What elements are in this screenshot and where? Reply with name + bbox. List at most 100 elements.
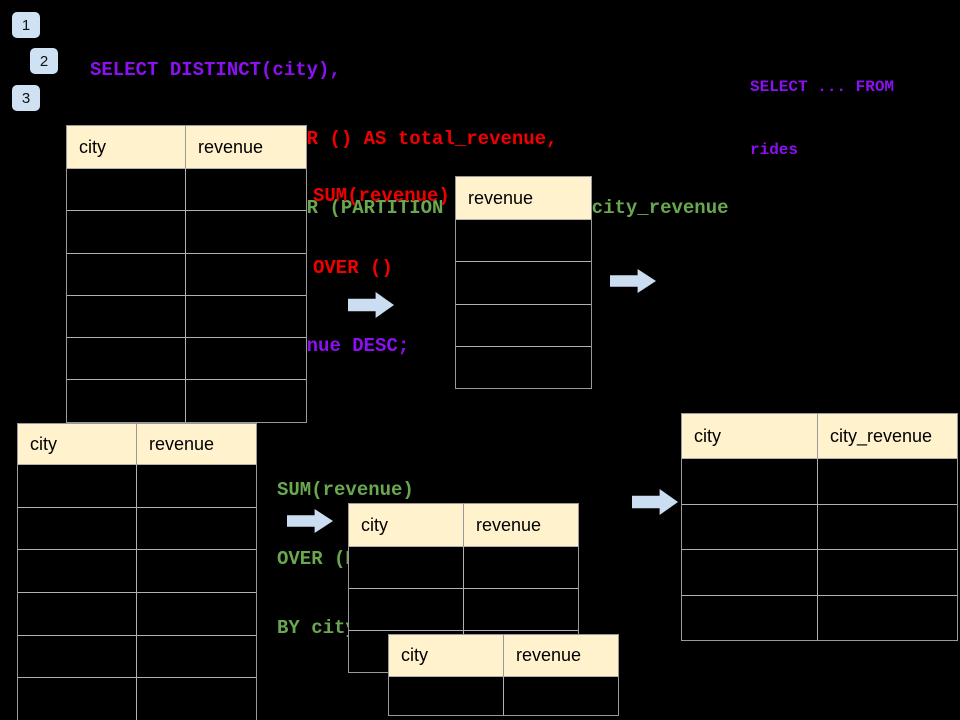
table-row xyxy=(18,592,256,635)
table-cell-empty xyxy=(456,347,591,388)
table-row xyxy=(67,379,306,422)
table-row xyxy=(18,549,256,593)
table-source-top: city revenue xyxy=(66,125,307,423)
column-header-city-revenue: city_revenue xyxy=(830,425,933,446)
table-row xyxy=(682,458,957,504)
step-badge-2: 2 xyxy=(30,48,58,74)
table-cell-empty xyxy=(349,589,464,630)
column-header-city: city xyxy=(389,635,504,676)
table-cell-empty xyxy=(186,296,306,337)
sql-line-select: SELECT DISTINCT(city), xyxy=(90,59,341,81)
table-body xyxy=(67,168,306,422)
column-header-revenue: revenue xyxy=(149,433,215,454)
annotation-line: SUM(revenue) xyxy=(277,479,414,501)
table-cell-empty xyxy=(682,459,818,504)
table-cell-empty xyxy=(464,589,578,630)
table-cell-empty xyxy=(67,253,186,295)
column-header-revenue: revenue xyxy=(198,136,264,157)
table-row xyxy=(67,210,306,253)
table-body xyxy=(456,219,591,388)
table-row xyxy=(67,252,306,295)
table-cell-empty xyxy=(67,338,186,380)
step-badge-1: 1 xyxy=(12,12,40,38)
table-row xyxy=(389,676,618,715)
table-header-row: city city_revenue xyxy=(682,414,957,458)
table-cell-empty xyxy=(18,593,137,635)
table-row xyxy=(67,168,306,211)
table-body xyxy=(389,676,618,715)
table-row xyxy=(349,546,578,588)
table-row xyxy=(456,345,591,388)
column-header-revenue: revenue xyxy=(476,514,542,535)
table-cell-empty xyxy=(186,211,306,252)
table-cell-empty xyxy=(137,636,256,678)
table-header-row: city revenue xyxy=(389,635,618,676)
table-row xyxy=(456,303,591,346)
annotation-total-revenue: SUM(revenue) OVER () xyxy=(313,136,450,328)
table-partition-overlay: city revenue xyxy=(388,634,619,716)
table-row xyxy=(349,588,578,630)
table-cell-empty xyxy=(682,504,818,549)
table-cell-empty xyxy=(504,677,618,715)
table-cell-empty xyxy=(456,262,591,303)
table-row xyxy=(18,506,256,550)
table-source-bottom: city revenue xyxy=(17,423,257,720)
table-header-row: city revenue xyxy=(67,126,306,168)
table-cell-empty xyxy=(67,295,186,338)
annotation-line: OVER () xyxy=(313,257,393,279)
table-cell-empty xyxy=(389,677,504,715)
table-cell-empty xyxy=(682,595,818,640)
table-row xyxy=(456,219,591,261)
table-row xyxy=(18,677,256,720)
table-cell-empty xyxy=(456,220,591,261)
annotation-line: SUM(revenue) xyxy=(313,185,450,207)
table-cell-empty xyxy=(818,459,957,504)
table-row xyxy=(682,594,957,641)
table-cell-empty xyxy=(818,550,957,595)
side-note-line: SELECT ... FROM xyxy=(750,78,895,96)
table-cell-empty xyxy=(464,547,578,588)
step-badge-3: 3 xyxy=(12,85,40,111)
table-row xyxy=(67,294,306,338)
table-header-row: city revenue xyxy=(349,504,578,546)
table-cell-empty xyxy=(818,596,957,641)
table-body xyxy=(18,464,256,720)
column-header-city: city xyxy=(349,504,464,546)
side-note-select-from-rides: SELECT ... FROM rides xyxy=(750,35,894,203)
table-header-row: revenue xyxy=(456,177,591,219)
table-cell-empty xyxy=(456,305,591,346)
column-header-revenue: revenue xyxy=(468,187,534,208)
table-cell-empty xyxy=(18,678,137,720)
column-header-revenue: revenue xyxy=(516,645,582,665)
side-note-line: rides xyxy=(750,141,799,159)
table-cell-empty xyxy=(186,254,306,295)
table-cell-empty xyxy=(18,635,137,678)
table-city-revenue-result: city city_revenue xyxy=(681,413,958,641)
table-header-row: city revenue xyxy=(18,424,256,464)
column-header-city: city xyxy=(18,424,137,464)
table-cell-empty xyxy=(137,550,256,592)
table-cell-empty xyxy=(186,169,306,210)
table-cell-empty xyxy=(137,678,256,720)
arrow-partition-to-result-icon xyxy=(632,489,678,515)
table-total-revenue-result: revenue xyxy=(455,176,592,390)
table-cell-empty xyxy=(18,507,137,550)
table-cell-empty xyxy=(186,380,306,421)
table-row xyxy=(682,503,957,550)
table-cell-empty xyxy=(186,338,306,379)
table-cell-empty xyxy=(18,465,137,507)
table-row xyxy=(456,261,591,303)
table-cell-empty xyxy=(67,169,186,211)
table-cell-empty xyxy=(682,550,818,595)
table-body xyxy=(682,458,957,640)
table-row xyxy=(18,464,256,507)
table-cell-empty xyxy=(67,380,186,422)
column-header-city: city xyxy=(67,126,186,168)
table-cell-empty xyxy=(137,465,256,507)
table-row xyxy=(682,549,957,595)
table-cell-empty xyxy=(349,547,464,588)
table-row xyxy=(67,337,306,380)
table-cell-empty xyxy=(818,505,957,550)
column-header-city: city xyxy=(682,414,818,458)
